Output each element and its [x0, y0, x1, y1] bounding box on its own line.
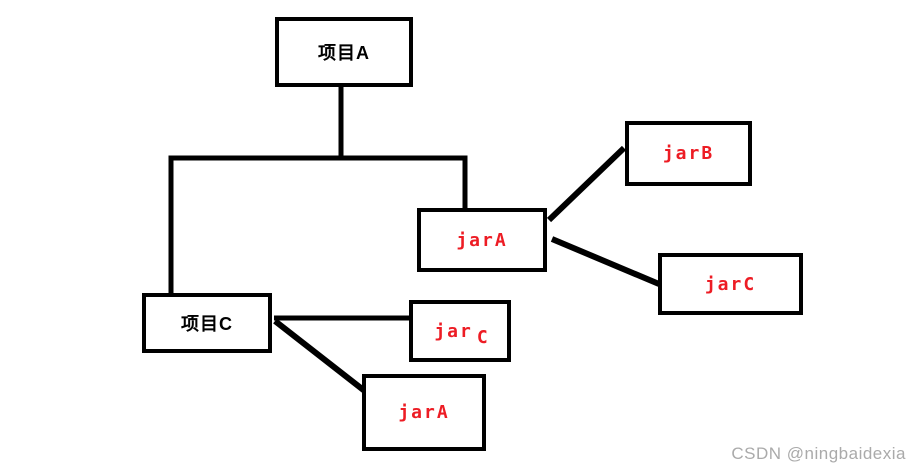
node-jar-c-middle-label-jar: jar [434, 320, 473, 342]
csdn-watermark: CSDN @ningbaidexia [731, 444, 906, 463]
node-jar-a-bottom-label: jarA [398, 402, 450, 423]
node-jar-b: jarB [625, 121, 752, 186]
edge-jara-jarb [546, 145, 627, 223]
node-jar-c-right: jarC [658, 253, 803, 315]
node-jar-a-middle: jarA [417, 208, 547, 272]
edge-projecta-branch [168, 155, 468, 293]
edge-jara-jarc [550, 236, 661, 287]
edge-projectc-jara [273, 318, 368, 395]
node-jar-b-label: jarB [662, 143, 715, 164]
node-project-c-label: 项目C [181, 314, 233, 334]
node-jar-a-middle-label: jarA [456, 229, 508, 251]
node-project-a-label: 项目A [318, 43, 370, 63]
node-jar-c-middle-label-c: C [476, 326, 490, 348]
node-jar-c-right-label: jarC [704, 273, 757, 295]
node-project-a: 项目A [275, 17, 413, 87]
node-project-c: 项目C [142, 293, 272, 353]
node-jar-a-bottom: jarA [362, 374, 486, 451]
